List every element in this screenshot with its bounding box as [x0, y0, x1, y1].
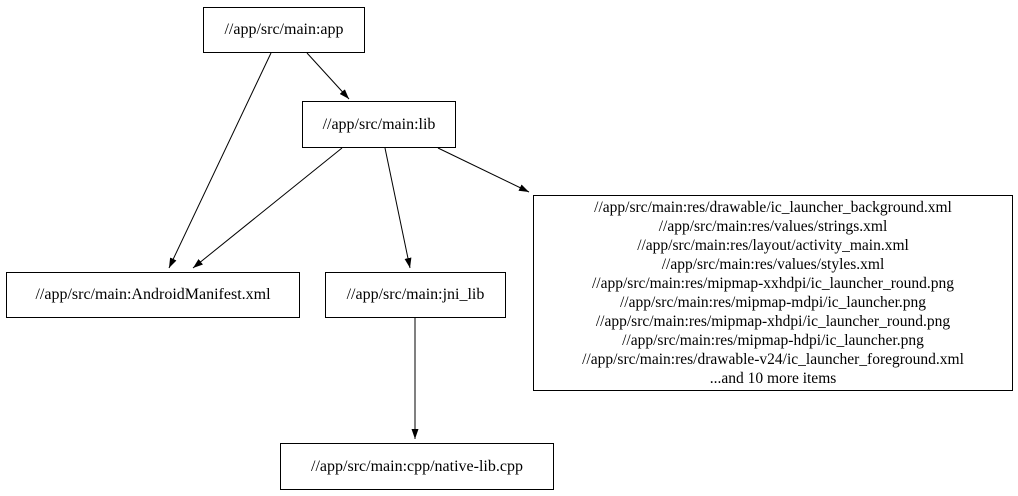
- edge-lib-to-jni-lib: [384, 147, 412, 269]
- resource-more-items: ...and 10 more items: [709, 370, 837, 387]
- node-native-lib-cpp: //app/src/main:cpp/native-lib.cpp: [280, 443, 554, 490]
- node-resources-group: //app/src/main:res/drawable/ic_launcher_…: [533, 195, 1013, 391]
- edge-app-to-manifest: [168, 52, 272, 269]
- resource-item: //app/src/main:res/drawable-v24/ic_launc…: [582, 351, 964, 368]
- resource-item: //app/src/main:res/mipmap-mdpi/ic_launch…: [619, 294, 927, 311]
- resource-item: //app/src/main:res/mipmap-xhdpi/ic_launc…: [595, 313, 951, 330]
- node-app-label: //app/src/main:app: [224, 21, 344, 38]
- node-app: //app/src/main:app: [203, 7, 365, 53]
- node-lib: //app/src/main:lib: [302, 101, 456, 148]
- resource-item: //app/src/main:res/values/styles.xml: [661, 256, 885, 273]
- resource-item: //app/src/main:res/mipmap-hdpi/ic_launch…: [622, 332, 924, 349]
- resource-item: //app/src/main:res/layout/activity_main.…: [637, 237, 909, 254]
- node-jni-lib: //app/src/main:jni_lib: [325, 272, 506, 318]
- edge-lib-to-manifest: [192, 147, 343, 269]
- node-native-lib-cpp-label: //app/src/main:cpp/native-lib.cpp: [311, 457, 523, 475]
- edge-app-to-lib: [306, 52, 350, 100]
- node-android-manifest: //app/src/main:AndroidManifest.xml: [6, 272, 300, 318]
- node-lib-label: //app/src/main:lib: [322, 115, 436, 133]
- resource-item: //app/src/main:res/drawable/ic_launcher_…: [594, 199, 952, 216]
- resource-item: //app/src/main:res/values/strings.xml: [658, 218, 888, 235]
- resource-item: //app/src/main:res/mipmap-xxhdpi/ic_laun…: [591, 275, 954, 292]
- edge-lib-to-resources: [437, 147, 530, 193]
- node-android-manifest-label: //app/src/main:AndroidManifest.xml: [35, 286, 271, 303]
- node-jni-lib-label: //app/src/main:jni_lib: [346, 286, 485, 303]
